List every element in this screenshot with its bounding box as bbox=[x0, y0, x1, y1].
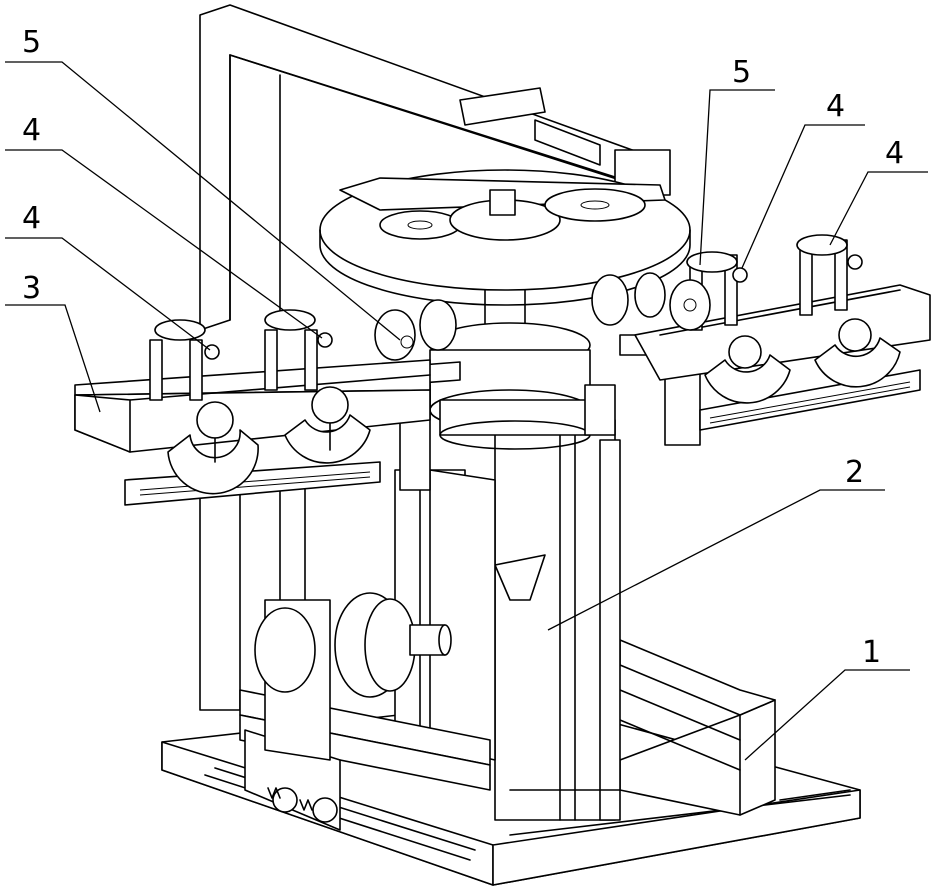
central-column bbox=[495, 420, 620, 820]
callout-left-4b: 4 bbox=[22, 201, 41, 236]
leader-right-5 bbox=[700, 90, 775, 265]
callout-left-3: 3 bbox=[22, 271, 41, 306]
left-tray-arm bbox=[75, 300, 460, 505]
callout-right-4b: 4 bbox=[885, 136, 904, 171]
callout-right-2: 2 bbox=[845, 455, 864, 490]
callout-left-4a: 4 bbox=[22, 113, 41, 148]
hub-stack bbox=[430, 323, 615, 449]
leader-left-4a bbox=[5, 150, 322, 338]
callout-right-1: 1 bbox=[862, 635, 881, 670]
callout-right-4a: 4 bbox=[826, 89, 845, 124]
leader-right-4b bbox=[830, 172, 928, 245]
callout-left-5: 5 bbox=[22, 25, 41, 60]
callout-right-5: 5 bbox=[732, 55, 751, 90]
